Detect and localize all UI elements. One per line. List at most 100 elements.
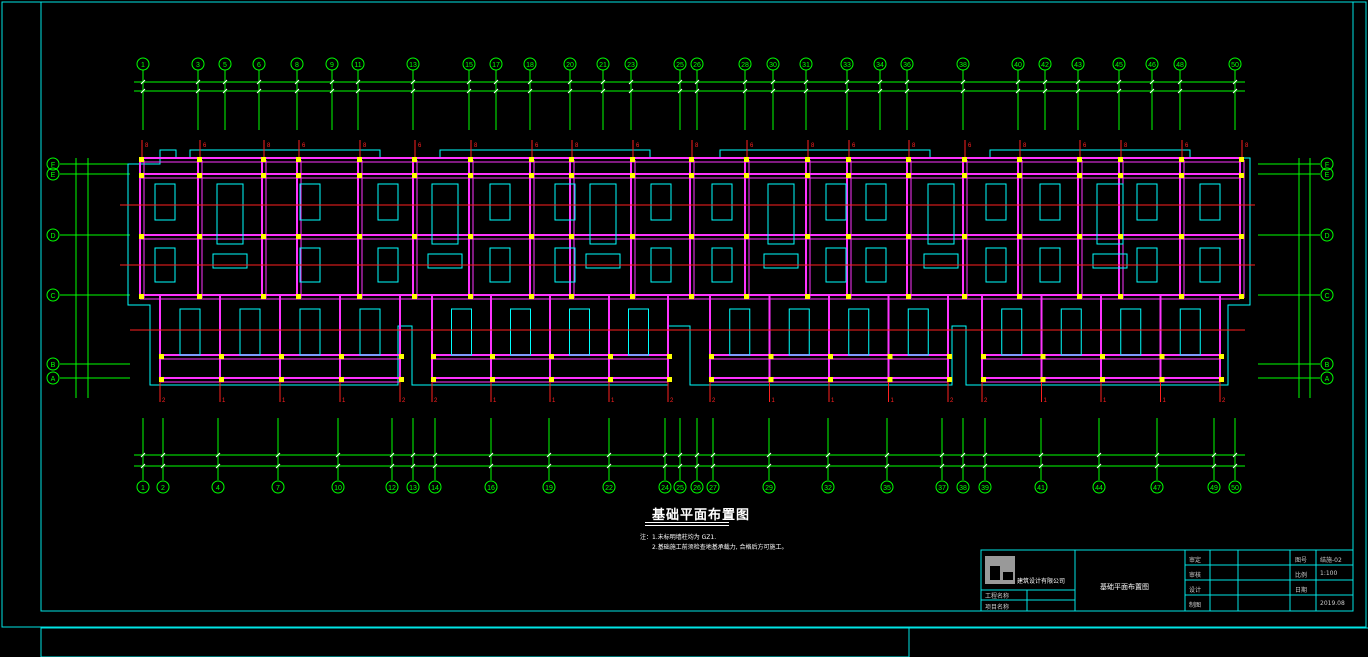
letter-axis-label: E bbox=[51, 172, 56, 179]
column bbox=[549, 354, 554, 359]
footing bbox=[299, 308, 321, 356]
dim-tick bbox=[329, 88, 335, 94]
column bbox=[261, 234, 266, 239]
tb-row-left-2: 项目名称 bbox=[985, 604, 1010, 611]
column bbox=[981, 377, 986, 382]
section-mark: 2 bbox=[434, 398, 438, 404]
tb-row-mid-3: 设计 bbox=[1189, 587, 1202, 594]
column bbox=[549, 377, 554, 382]
top-axis-bubble bbox=[191, 57, 205, 71]
column bbox=[906, 157, 911, 162]
column bbox=[887, 377, 893, 382]
section-mark: 1 bbox=[831, 398, 835, 404]
column bbox=[846, 294, 851, 299]
column bbox=[1077, 294, 1082, 299]
top-axis-bubble bbox=[1228, 57, 1242, 71]
letter-axis-bubble bbox=[46, 228, 60, 242]
section-mark: 2 bbox=[1222, 398, 1226, 404]
column bbox=[431, 377, 436, 382]
dim-tick bbox=[939, 463, 945, 469]
column bbox=[296, 173, 301, 178]
dim-tick bbox=[160, 463, 166, 469]
letter-axis-bubble bbox=[1320, 157, 1334, 171]
dim-tick bbox=[803, 79, 809, 85]
letter-axis-lines bbox=[60, 163, 1320, 379]
dim-tick bbox=[628, 79, 634, 85]
bottom-axis-bubble bbox=[821, 480, 835, 494]
top-axis-label: 36 bbox=[903, 62, 911, 69]
column bbox=[768, 354, 774, 359]
column bbox=[139, 157, 144, 162]
section-mark: 8 bbox=[267, 143, 271, 149]
dim-tick bbox=[1096, 463, 1102, 469]
column bbox=[1118, 173, 1123, 178]
section-mark: 2 bbox=[950, 398, 954, 404]
dim-tick bbox=[877, 79, 883, 85]
footing bbox=[1092, 253, 1128, 269]
dim-tick bbox=[335, 452, 341, 458]
top-axis-label: 13 bbox=[409, 62, 417, 69]
top-axis-label: 6 bbox=[257, 62, 261, 69]
dim-tick bbox=[677, 452, 683, 458]
column bbox=[357, 173, 362, 178]
dim-tick bbox=[766, 463, 772, 469]
column bbox=[197, 294, 202, 299]
bottom-axis-label: 2 bbox=[161, 485, 165, 492]
dim-tick bbox=[1211, 452, 1217, 458]
footing bbox=[489, 183, 511, 221]
footing bbox=[239, 308, 261, 356]
dim-tick bbox=[960, 79, 966, 85]
dim-tick bbox=[1177, 88, 1183, 94]
top-axis-bubble bbox=[799, 57, 813, 71]
letter-axis-label: B bbox=[1325, 362, 1330, 369]
section-mark: 6 bbox=[636, 143, 640, 149]
top-axis-bubble bbox=[673, 57, 687, 71]
column bbox=[828, 354, 833, 359]
top-axis-bubble bbox=[489, 57, 503, 71]
footing bbox=[359, 308, 381, 356]
section-mark: 6 bbox=[750, 143, 754, 149]
column bbox=[805, 234, 810, 239]
dim-tick bbox=[1232, 79, 1238, 85]
letter-axis-label: B bbox=[51, 362, 56, 369]
top-axis-bubble bbox=[1038, 57, 1052, 71]
dim-tick bbox=[1211, 463, 1217, 469]
bottom-axis-bubble bbox=[156, 480, 170, 494]
dim-tick bbox=[546, 452, 552, 458]
column bbox=[279, 354, 284, 359]
column bbox=[1100, 377, 1105, 382]
column bbox=[139, 294, 144, 299]
drawing-title: 基础平面布置图 bbox=[652, 508, 751, 523]
top-axis-bubble bbox=[218, 57, 232, 71]
dim-tick bbox=[389, 452, 395, 458]
top-axis-bubble bbox=[1112, 57, 1126, 71]
footing bbox=[1179, 308, 1201, 356]
column bbox=[1219, 354, 1224, 359]
section-mark: 1 bbox=[222, 398, 226, 404]
footing bbox=[767, 183, 795, 245]
dim-tick bbox=[600, 88, 606, 94]
top-axis-bubble bbox=[523, 57, 537, 71]
top-axis-label: 45 bbox=[1115, 62, 1123, 69]
dim-tick bbox=[546, 463, 552, 469]
letter-axis-bubble bbox=[46, 288, 60, 302]
column bbox=[1077, 234, 1082, 239]
column bbox=[296, 157, 301, 162]
bottom-axis-bubble bbox=[1207, 480, 1221, 494]
column bbox=[399, 354, 404, 359]
dim-tick bbox=[294, 88, 300, 94]
tb-company: 建筑设计有限公司 bbox=[1017, 578, 1066, 585]
dim-tick bbox=[877, 88, 883, 94]
dim-tick bbox=[694, 79, 700, 85]
column bbox=[1077, 173, 1082, 178]
dim-tick bbox=[1149, 88, 1155, 94]
top-axis-label: 23 bbox=[627, 62, 635, 69]
dim-tick bbox=[493, 79, 499, 85]
column bbox=[139, 234, 144, 239]
column bbox=[569, 294, 574, 299]
bottom-axis-label: 27 bbox=[709, 485, 717, 492]
top-axis-bubble bbox=[290, 57, 304, 71]
column bbox=[339, 354, 344, 359]
dim-tick bbox=[275, 463, 281, 469]
